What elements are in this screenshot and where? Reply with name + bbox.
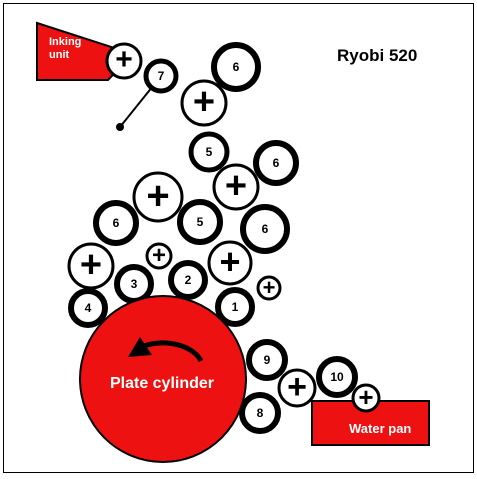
rotation-arrowhead xyxy=(128,337,152,357)
oscillator-roller-small-center: + xyxy=(145,242,173,270)
oscillator-roller-inking: + xyxy=(105,42,143,80)
roller-4: 4 xyxy=(68,288,108,328)
roller-diagram: Ryobi 520 Inking unit + 7 6 + xyxy=(36,21,430,463)
roller-2: 2 xyxy=(168,260,208,300)
roller-7: 7 xyxy=(143,58,179,94)
roller-5-upper-label: 5 xyxy=(206,145,213,159)
plate-cylinder-label: Plate cylinder xyxy=(110,375,214,392)
diagram-frame: Ryobi 520 Inking unit + 7 6 + xyxy=(3,3,474,473)
roller-1-label: 1 xyxy=(232,300,239,314)
arm-pivot xyxy=(116,123,124,131)
oscillator-roller-middle-left: + xyxy=(132,171,184,223)
roller-3-label: 3 xyxy=(131,277,138,291)
oscillator-roller-left: + xyxy=(67,242,115,290)
roller-3: 3 xyxy=(114,264,154,304)
plus-symbol: + xyxy=(219,241,240,282)
plus-symbol: + xyxy=(225,165,247,207)
roller-6-left: 6 xyxy=(93,200,139,246)
roller-5-upper: 5 xyxy=(188,131,230,173)
plate-cylinder: Plate cylinder xyxy=(79,295,247,463)
roller-9: 9 xyxy=(246,339,288,381)
roller-6-right-lower-label: 6 xyxy=(262,222,269,236)
roller-6-top-label: 6 xyxy=(233,60,240,74)
roller-10: 10 xyxy=(316,356,358,398)
inking-unit-label-line1: Inking xyxy=(49,36,81,48)
plus-symbol: + xyxy=(80,244,102,286)
roller-2-label: 2 xyxy=(185,273,192,287)
roller-5-middle: 5 xyxy=(177,199,223,245)
roller-6-top: 6 xyxy=(211,42,261,92)
roller-6-right-lower: 6 xyxy=(240,204,290,254)
plus-symbol: + xyxy=(287,368,307,406)
roller-4-label: 4 xyxy=(85,301,92,315)
inking-unit-label-line2: unit xyxy=(49,49,69,61)
oscillator-roller-right: + xyxy=(207,240,253,286)
plus-symbol: + xyxy=(115,43,133,76)
oscillator-roller-small-water: + xyxy=(351,382,381,413)
roller-8-label: 8 xyxy=(257,406,264,420)
roller-6-left-label: 6 xyxy=(113,216,120,230)
roller-6-right-upper-label: 6 xyxy=(273,156,280,170)
plus-symbol: + xyxy=(152,242,166,269)
oscillator-roller-small-right: + xyxy=(256,275,282,301)
plus-symbol: + xyxy=(146,174,169,218)
roller-1: 1 xyxy=(215,287,255,327)
water-pan-label: Water pan xyxy=(349,421,411,436)
plus-symbol: + xyxy=(263,275,276,300)
roller-10-label: 10 xyxy=(330,370,344,384)
roller-9-label: 9 xyxy=(264,353,271,367)
plus-symbol: + xyxy=(193,81,215,123)
oscillator-roller-middle-right: + xyxy=(212,163,260,211)
plus-symbol: + xyxy=(358,382,373,412)
roller-7-label: 7 xyxy=(158,69,165,83)
diagram-title: Ryobi 520 xyxy=(337,46,417,65)
roller-6-right-upper: 6 xyxy=(253,140,299,186)
oscillator-roller-water: + xyxy=(277,368,317,408)
roller-8: 8 xyxy=(239,392,281,434)
roller-5-middle-label: 5 xyxy=(197,215,204,229)
rotation-arrow xyxy=(143,340,204,363)
oscillator-roller-upper: + xyxy=(180,79,228,127)
